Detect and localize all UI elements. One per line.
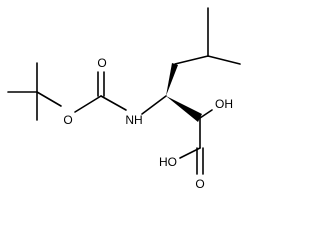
wedge-c3-to-c2 bbox=[166, 96, 202, 122]
tert-butyl-group bbox=[7, 62, 62, 121]
bond-c2-to-hydroxyl bbox=[199, 109, 213, 119]
bond-amine-to-c3 bbox=[141, 95, 167, 115]
amine-label: NH bbox=[125, 113, 142, 127]
molecule-structure: O O NH OH HO O bbox=[7, 7, 241, 191]
bond-sidechain-ch2-to-ch bbox=[174, 55, 209, 65]
hydroxyl-label: OH bbox=[215, 97, 233, 111]
wedge-c3-to-sidechain bbox=[166, 63, 178, 96]
bond-tbu-to-ester-oxygen bbox=[36, 91, 62, 107]
bond-ester-oxygen-to-carbonyl bbox=[74, 95, 102, 113]
carbamate-group: O O NH bbox=[63, 56, 142, 127]
carboxylic-acid-group: HO O bbox=[159, 117, 205, 191]
acid-oxygen-label: O bbox=[195, 177, 204, 191]
bond-isopropyl-methyl-right bbox=[207, 55, 241, 65]
bond-carbonyl-to-amine bbox=[100, 95, 127, 111]
backbone: OH bbox=[141, 7, 241, 122]
ester-oxygen-label: O bbox=[63, 113, 72, 127]
carbonyl-oxygen-label: O bbox=[97, 56, 106, 70]
acid-hydroxyl-label: HO bbox=[159, 155, 177, 169]
